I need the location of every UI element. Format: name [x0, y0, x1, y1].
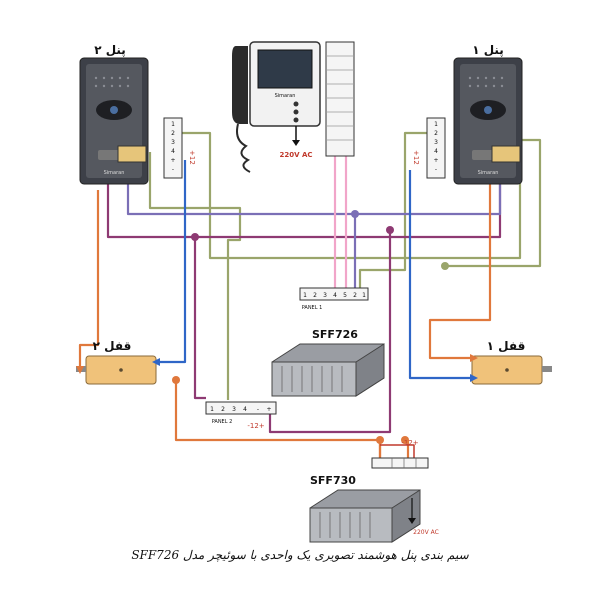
- speaker-grille-icon: [94, 76, 130, 88]
- panel-left-brand: Simaran: [104, 170, 125, 176]
- terminal-label: 1: [303, 292, 307, 299]
- monitor-terminal-block: [325, 41, 355, 157]
- panel-right-title: پنل ۱: [472, 43, 504, 57]
- panel-left-terminal-block: 1 2 3 4 + - +12: [163, 117, 196, 179]
- wire-orange-3: [428, 175, 492, 360]
- terminal-label: 4: [434, 148, 438, 155]
- panel2-terminal-block: 1 2 3 4 - + PANEL 2 -12+: [205, 401, 277, 430]
- wire-purple-2: [193, 237, 206, 400]
- wire-olive-3: [358, 131, 445, 288]
- wire-olive-1: [182, 131, 522, 260]
- panel-right-brand: Simaran: [478, 170, 499, 176]
- sff726-terminal-strip: [299, 287, 369, 301]
- panel-right-terminal: [491, 145, 521, 163]
- terminal-label: 1: [210, 406, 214, 413]
- terminal-label: 3: [171, 139, 175, 146]
- monitor-button[interactable]: [293, 109, 299, 115]
- sff726-switcher[interactable]: 1 2 3 4 5 2 1 PANEL 1 SFF726: [271, 287, 385, 397]
- terminal-label: 3: [232, 406, 236, 413]
- wire-olive-4: [445, 138, 542, 268]
- sff726-terminal-label: PANEL 1: [302, 305, 323, 311]
- lock-left[interactable]: قفل ۲: [76, 339, 157, 385]
- monitor[interactable]: Simaran 220V AC: [232, 41, 355, 173]
- handset-icon: [232, 46, 248, 124]
- terminal-label: 5: [343, 292, 347, 299]
- monitor-button[interactable]: [293, 117, 299, 123]
- terminal-label: +: [266, 406, 271, 413]
- terminal-label: +: [433, 157, 438, 164]
- monitor-screen: [257, 49, 313, 89]
- sff730-terminal-strip: [371, 457, 429, 469]
- wire-blue-1: [160, 160, 187, 364]
- wire-blue-2: [408, 170, 470, 380]
- terminal-label: -: [172, 166, 174, 173]
- terminal-label: -: [257, 406, 259, 413]
- wire-red-power: [380, 444, 415, 458]
- terminal-label: +: [170, 157, 175, 164]
- power-plug-icon: [292, 140, 300, 146]
- terminal-label: 1: [171, 121, 175, 128]
- panel-right-terminal-block: 1 2 3 4 + - +12: [412, 117, 446, 179]
- terminal-label: 4: [171, 148, 175, 155]
- speaker-grille-icon: [468, 76, 504, 88]
- junction-dots: [172, 210, 449, 444]
- terminal-label: 4: [333, 292, 337, 299]
- terminal-label: 3: [434, 139, 438, 146]
- power-plug-icon: [408, 518, 416, 524]
- sff726-title: SFF726: [312, 328, 358, 341]
- sff730-power-label: 220V AC: [413, 529, 439, 536]
- panel-left[interactable]: پنل ۲ Simaran: [79, 43, 149, 185]
- panel-right[interactable]: پنل ۱ Simaran: [453, 43, 523, 185]
- panel-right-voltage: +12: [412, 150, 420, 165]
- panel2-terminal-label: PANEL 2: [212, 419, 233, 425]
- monitor-buttons[interactable]: [293, 101, 299, 123]
- panel-left-title: پنل ۲: [94, 43, 126, 57]
- lock-right-title: قفل ۱: [487, 339, 526, 353]
- wire-olive-2: [148, 152, 242, 400]
- terminal-label: 3: [323, 292, 327, 299]
- monitor-power-label: 220V AC: [279, 151, 312, 159]
- terminal-label: 2: [353, 292, 357, 299]
- terminal-label: 2: [171, 130, 175, 137]
- wire-arrowheads: [76, 354, 478, 382]
- diagram-caption: سیم بندی پنل هوشمند تصویری یک واحدی با س…: [131, 548, 469, 562]
- lock-right-connector: [542, 366, 552, 372]
- wire-purple-3: [268, 230, 392, 434]
- terminal-label: 1: [434, 121, 438, 128]
- panel-left-terminal: [117, 145, 147, 163]
- handset-cord-icon: [236, 123, 251, 173]
- terminal-label: 1: [362, 292, 366, 299]
- sff730-voltage: -12+: [401, 439, 418, 447]
- monitor-brand: Simaran: [275, 93, 296, 99]
- terminal-label: 2: [434, 130, 438, 137]
- panel2-voltage: -12+: [247, 422, 264, 430]
- terminal-label: 2: [221, 406, 225, 413]
- terminal-label: -: [435, 166, 437, 173]
- lock-right[interactable]: قفل ۱: [471, 339, 552, 385]
- wire-orange-1: [78, 190, 100, 370]
- sff730-power-supply[interactable]: -12+ SFF730 220V AC: [309, 439, 439, 543]
- sff730-title: SFF730: [310, 474, 356, 487]
- terminal-label: 4: [243, 406, 247, 413]
- monitor-button[interactable]: [293, 101, 299, 107]
- panel-left-voltage: +12: [188, 150, 196, 165]
- terminal-label: 2: [313, 292, 317, 299]
- lock-left-title: قفل ۲: [93, 339, 132, 353]
